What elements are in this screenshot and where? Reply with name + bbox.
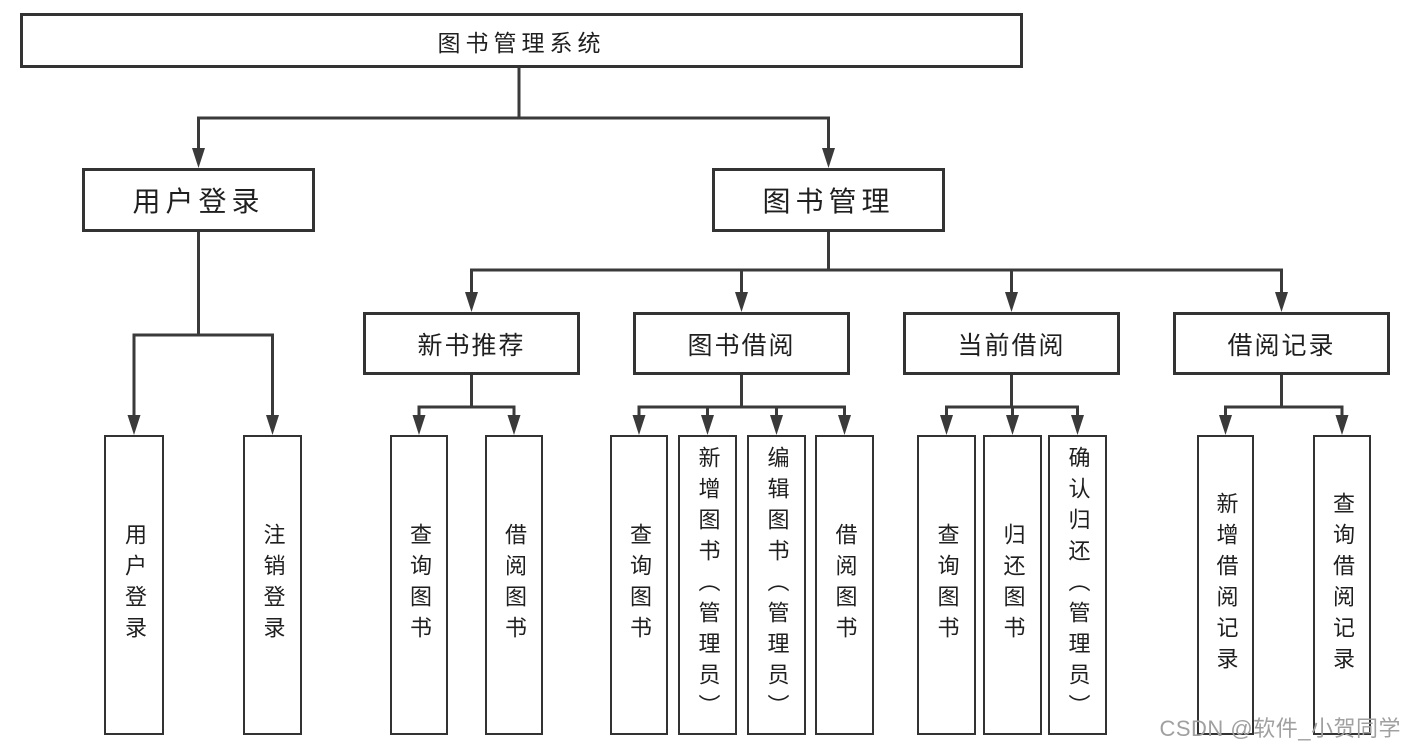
- leaf-add-books-admin: 新增图书（管理员）: [678, 435, 737, 735]
- watermark: CSDN @软件_小贺同学: [1159, 716, 1401, 741]
- node-label: 用户登录: [132, 186, 265, 217]
- leaf-query-books-borrowing: 查询图书: [610, 435, 668, 735]
- leaf-query-borrow-record: 查询借阅记录: [1313, 435, 1371, 735]
- leaf-label: 用户登录: [122, 523, 147, 647]
- leaf-borrow-books-borrowing: 借阅图书: [815, 435, 874, 735]
- node-label: 图书管理系统: [437, 29, 606, 56]
- leaf-label: 查询图书: [627, 523, 652, 647]
- node-library-management-system: 图书管理系统: [20, 13, 1023, 68]
- leaf-confirm-return-admin: 确认归还（管理员）: [1048, 435, 1107, 735]
- node-user-login: 用户登录: [82, 168, 315, 232]
- leaf-label: 查询图书: [934, 523, 960, 647]
- leaf-logout-login: 注销登录: [243, 435, 302, 735]
- leaf-borrow-books-recommend: 借阅图书: [485, 435, 543, 735]
- leaf-label: 确认归还（管理员）: [1065, 445, 1091, 725]
- leaf-label: 新增图书（管理员）: [695, 445, 721, 725]
- leaf-label: 注销登录: [260, 523, 286, 647]
- node-borrowing-records: 借阅记录: [1173, 312, 1390, 375]
- leaf-label: 查询图书: [407, 523, 432, 647]
- leaf-label: 编辑图书（管理员）: [764, 445, 790, 725]
- node-label: 图书管理: [762, 186, 895, 217]
- leaf-return-books: 归还图书: [983, 435, 1042, 735]
- node-label: 当前借阅: [957, 331, 1066, 360]
- leaf-label: 借阅图书: [832, 523, 858, 647]
- leaf-user-login: 用户登录: [104, 435, 164, 735]
- node-current-borrowing: 当前借阅: [903, 312, 1120, 375]
- leaf-label: 借阅图书: [502, 523, 527, 647]
- node-book-management: 图书管理: [712, 168, 945, 232]
- leaf-edit-books-admin: 编辑图书（管理员）: [747, 435, 806, 735]
- node-book-borrowing: 图书借阅: [633, 312, 850, 375]
- leaf-query-books-recommend: 查询图书: [390, 435, 448, 735]
- node-label: 图书借阅: [687, 331, 796, 360]
- node-label: 新书推荐: [417, 331, 526, 360]
- leaf-add-borrow-record: 新增借阅记录: [1197, 435, 1254, 735]
- leaf-label: 新增借阅记录: [1213, 492, 1239, 678]
- leaf-label: 查询借阅记录: [1330, 492, 1355, 678]
- leaf-query-books-current: 查询图书: [917, 435, 976, 735]
- node-new-book-recommendation: 新书推荐: [363, 312, 580, 375]
- leaf-label: 归还图书: [1000, 523, 1026, 647]
- node-label: 借阅记录: [1227, 331, 1336, 360]
